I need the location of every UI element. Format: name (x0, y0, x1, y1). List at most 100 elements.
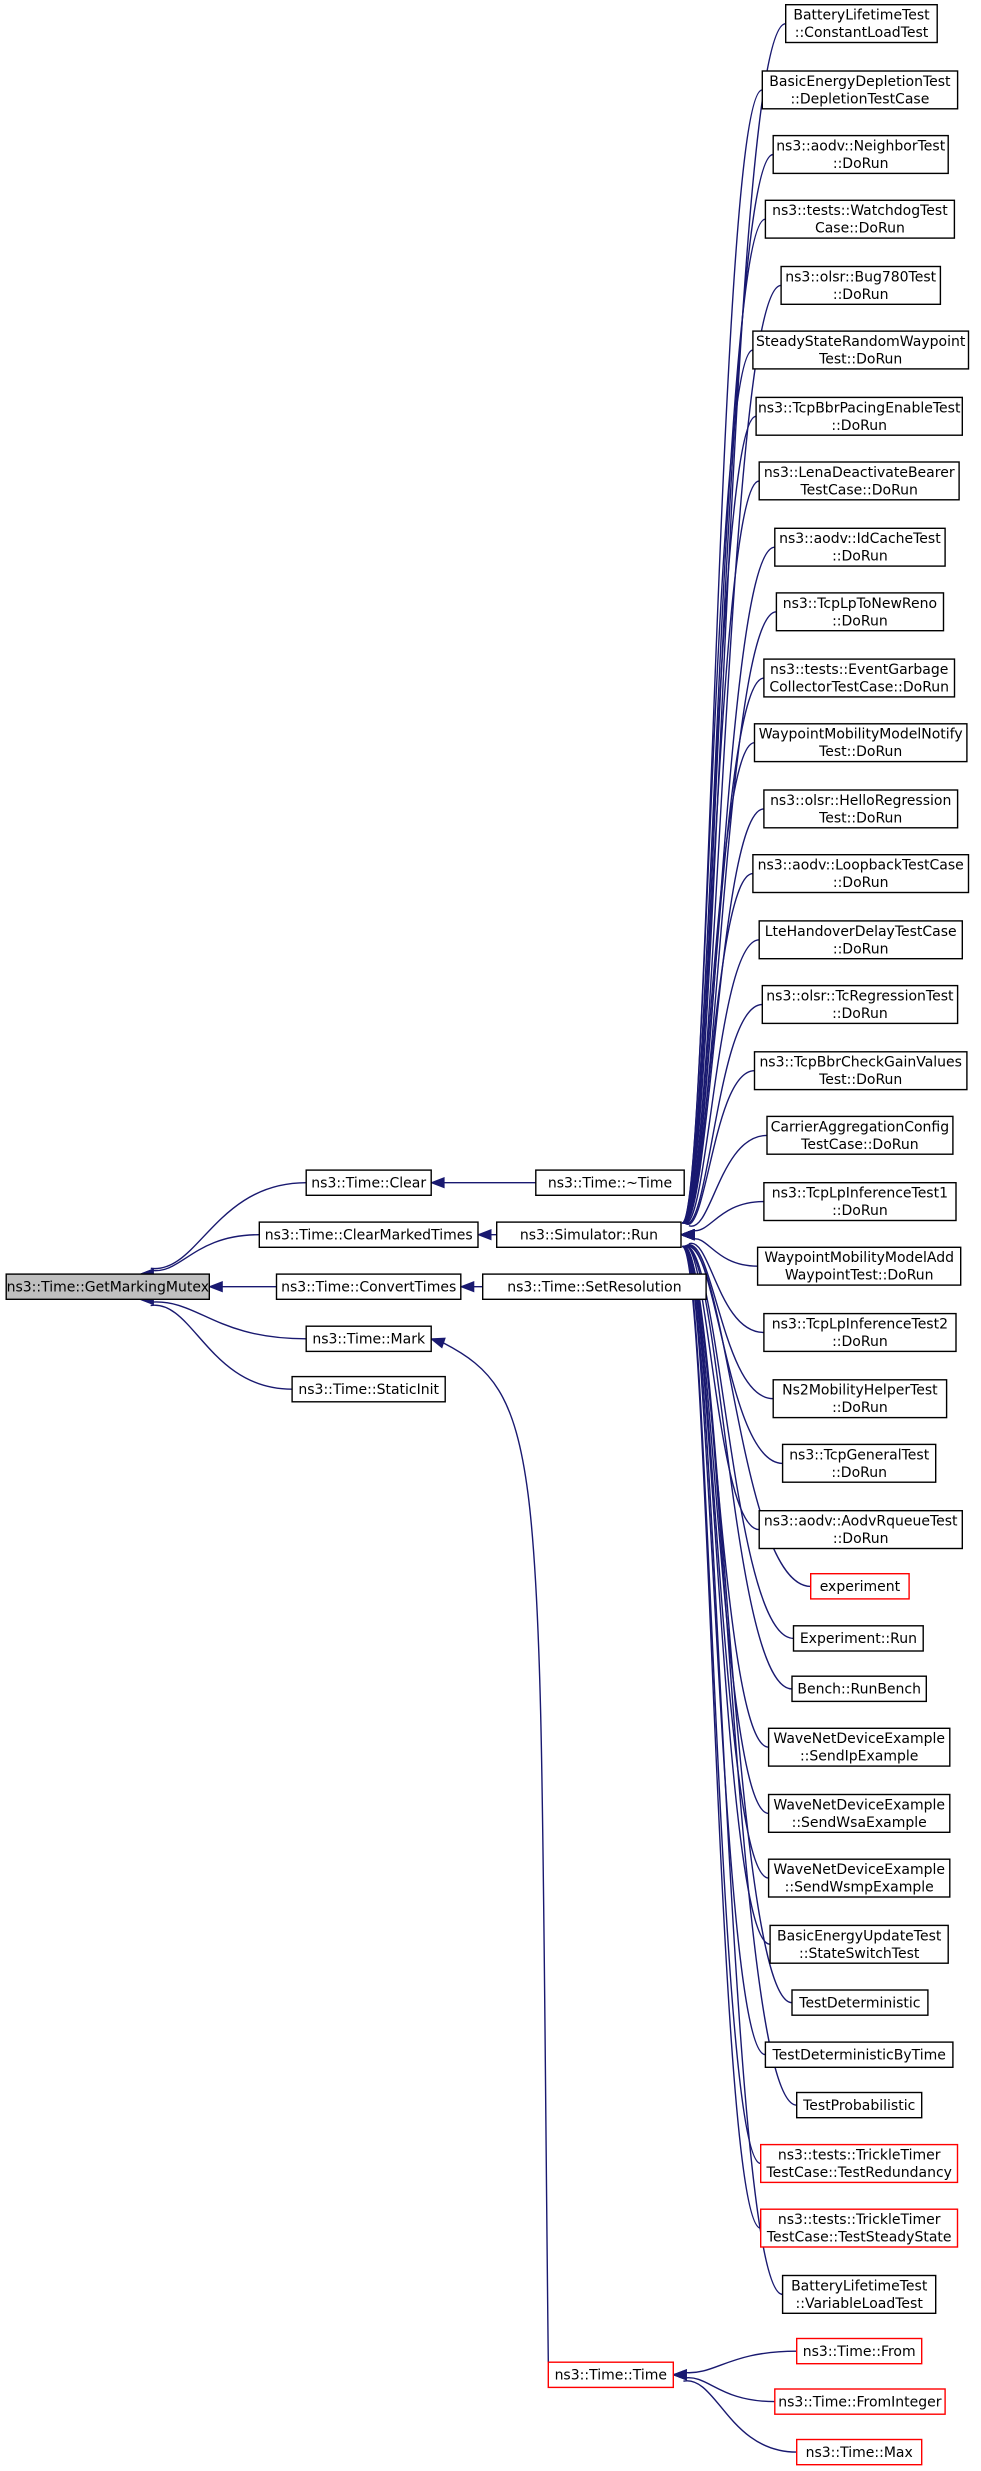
function-node[interactable]: ns3::aodv::IdCacheTest::DoRun (774, 527, 946, 567)
function-node[interactable]: ns3::tests::TrickleTimerTestCase::TestRe… (760, 2143, 959, 2184)
function-node[interactable]: WaveNetDeviceExample::SendIpExample (767, 1727, 951, 1767)
node-label: ::DoRun (831, 1465, 887, 1481)
node-box (763, 1312, 957, 1353)
node-label: ns3::TcpBbrCheckGainValues (759, 1055, 962, 1071)
node-label: ns3::TcpLpInferenceTest1 (772, 1186, 948, 1202)
function-node[interactable]: experiment (810, 1572, 910, 1600)
function-node[interactable]: Ns2MobilityHelperTest::DoRun (772, 1379, 948, 1419)
edge-line (688, 1134, 768, 1227)
node-box (756, 1246, 962, 1286)
function-node[interactable]: WaveNetDeviceExample::SendWsmpExample (767, 1858, 951, 1898)
node-box (774, 527, 946, 567)
node-label: ns3::TcpGeneralTest (789, 1447, 930, 1463)
function-node[interactable]: ns3::olsr::Bug780Test::DoRun (780, 265, 942, 305)
node-box (5, 1273, 211, 1300)
edge-line (681, 349, 754, 1224)
edge-line (692, 1238, 758, 1267)
function-node[interactable]: WaypointMobilityModelAddWaypointTest::Do… (756, 1246, 962, 1286)
function-node[interactable]: Bench::RunBench (791, 1675, 928, 1703)
edge-line (681, 1245, 761, 2229)
call-edge (671, 2350, 797, 2381)
function-node[interactable]: ns3::TcpLpInferenceTest1::DoRun (763, 1181, 957, 1222)
node-label: ns3::olsr::HelloRegression (770, 793, 951, 809)
function-node[interactable]: ns3::Simulator::Run (496, 1221, 682, 1248)
node-label: ns3::TcpBbrPacingEnableTest (758, 400, 961, 416)
function-node[interactable]: ns3::TcpBbrPacingEnableTest::DoRun (755, 396, 963, 436)
function-node[interactable]: ns3::TcpLpToNewReno::DoRun (775, 592, 945, 632)
edge-line (684, 2377, 775, 2403)
node-box (547, 2361, 674, 2389)
node-box (767, 1727, 951, 1767)
function-node[interactable]: ns3::Time::~Time (535, 1169, 685, 1196)
node-label: ns3::tests::EventGarbage (770, 662, 948, 678)
node-label: BasicEnergyDepletionTest (769, 74, 951, 90)
node-label: ::DoRun (833, 1531, 889, 1547)
edge-arrowhead (429, 1176, 445, 1189)
function-node[interactable]: ns3::Time::SetResolution (482, 1273, 707, 1300)
node-label: WaveNetDeviceExample (773, 1731, 945, 1747)
edge-line (681, 218, 766, 1224)
edge-line (683, 1245, 760, 1531)
function-node[interactable]: ns3::Time::Clear (305, 1169, 432, 1196)
function-node[interactable]: ns3::aodv::NeighborTest::DoRun (772, 134, 949, 175)
edge-arrowhead (679, 1228, 695, 1241)
function-node[interactable]: ns3::Time::ClearMarkedTimes (258, 1221, 479, 1248)
node-box (275, 1273, 462, 1300)
node-label: Test::DoRun (818, 1072, 902, 1088)
node-box (482, 1273, 707, 1300)
function-node[interactable]: ns3::aodv::LoopbackTestCase::DoRun (752, 854, 970, 894)
root-function-node[interactable]: ns3::Time::GetMarkingMutex (5, 1273, 211, 1300)
function-node[interactable]: ns3::tests::EventGarbageCollectorTestCas… (763, 658, 956, 698)
node-box (766, 1115, 954, 1155)
function-node[interactable]: BasicEnergyUpdateTest::StateSwitchTest (769, 1924, 949, 1964)
function-node[interactable]: BatteryLifetimeTest::ConstantLoadTest (785, 3, 938, 44)
node-box (258, 1221, 479, 1248)
function-node[interactable]: Experiment::Run (792, 1625, 924, 1652)
function-node[interactable]: ns3::Time::Mark (305, 1325, 432, 1353)
edge-line (686, 1244, 774, 1400)
node-box (785, 3, 938, 44)
node-box (781, 2274, 937, 2314)
function-node[interactable]: ns3::tests::TrickleTimerTestCase::TestSt… (760, 2208, 959, 2248)
node-label: SteadyStateRandomWaypoint (756, 334, 966, 350)
function-node[interactable]: TestProbabilistic (796, 2091, 923, 2119)
node-label: Test::DoRun (818, 744, 902, 760)
node-label: ::DoRun (833, 287, 889, 303)
function-node[interactable]: ns3::TcpLpInferenceTest2::DoRun (763, 1312, 957, 1353)
function-node[interactable]: BasicEnergyDepletionTest::DepletionTestC… (761, 70, 959, 110)
node-box (764, 199, 956, 239)
function-node[interactable]: TestDeterministicByTime (764, 2041, 954, 2068)
function-node[interactable]: ns3::Time::Max (796, 2438, 923, 2466)
node-label: WaypointMobilityModelNotify (759, 727, 963, 743)
edge-line (682, 872, 754, 1224)
node-label: ns3::TcpLpToNewReno (783, 596, 937, 612)
node-label: BatteryLifetimeTest (793, 8, 930, 24)
function-node[interactable]: LteHandoverDelayTestCase::DoRun (758, 920, 964, 960)
node-box (760, 2143, 959, 2184)
function-node[interactable]: ns3::olsr::TcRegressionTest::DoRun (761, 984, 959, 1025)
function-node[interactable]: ns3::aodv::AodvRqueueTest::DoRun (758, 1509, 964, 1550)
function-node[interactable]: WaveNetDeviceExample::SendWsaExample (767, 1793, 951, 1833)
function-node[interactable]: ns3::Time::ConvertTimes (275, 1273, 462, 1300)
function-node[interactable]: BatteryLifetimeTest::VariableLoadTest (781, 2274, 937, 2314)
function-node[interactable]: ns3::Time::StaticInit (291, 1375, 446, 1403)
function-node[interactable]: ns3::Time::From (796, 2337, 923, 2365)
edge-line (442, 1342, 549, 2363)
node-box (752, 330, 970, 370)
function-node[interactable]: ns3::Time::FromInteger (774, 2388, 946, 2415)
node-box (305, 1325, 432, 1353)
function-node[interactable]: ns3::Time::Time (547, 2361, 674, 2389)
node-label: TestProbabilistic (802, 2098, 915, 2114)
call-edges (138, 23, 811, 2453)
function-node[interactable]: ns3::TcpGeneralTest::DoRun (781, 1443, 937, 1483)
edge-line (684, 1003, 763, 1225)
function-node[interactable]: TestDeterministic (791, 1989, 929, 2016)
